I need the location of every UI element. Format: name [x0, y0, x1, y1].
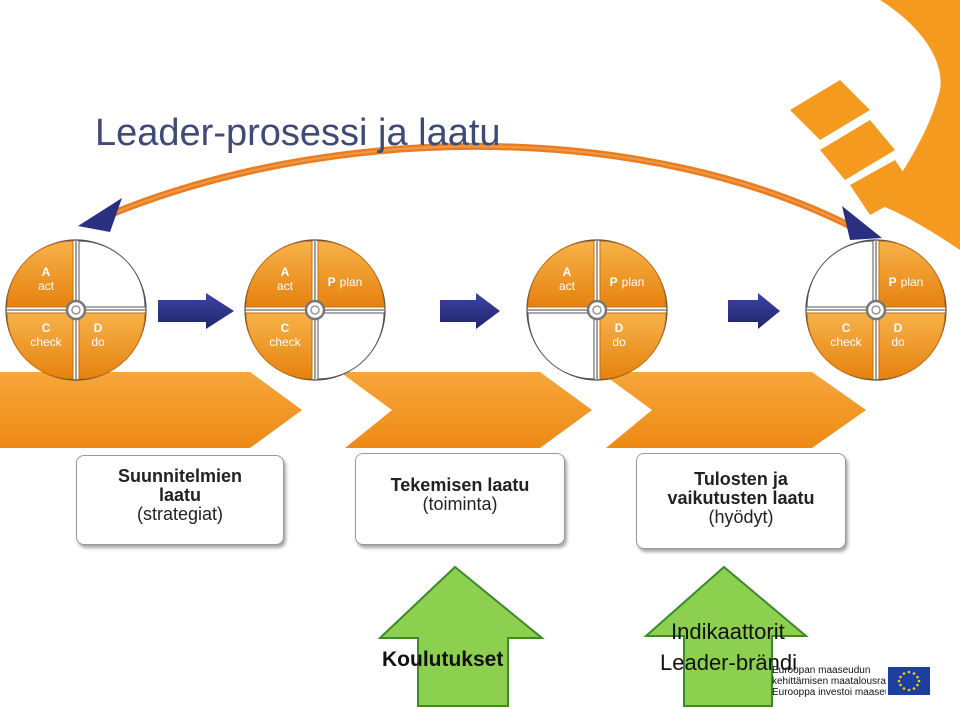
quadrant-do — [878, 312, 946, 380]
quadrant-letter-do: D — [94, 321, 103, 335]
quadrant-act — [806, 240, 874, 308]
quadrant-letter: P — [610, 275, 618, 289]
wheel-hub-inner — [592, 305, 602, 315]
arc-arrowhead-left — [78, 198, 122, 232]
quadrant-word-do: do — [91, 335, 105, 349]
quadrant-word-do: do — [612, 335, 626, 349]
quadrant-act — [527, 240, 595, 308]
arrow-right-1 — [158, 293, 234, 329]
quadrant-word: plan — [340, 275, 363, 289]
input-label-brandi: Leader-brändi — [660, 650, 797, 675]
arrow-right-2 — [440, 293, 500, 329]
quadrant-letter-act: A — [563, 265, 572, 279]
quadrant-word-check: check — [30, 335, 62, 349]
quadrant-check — [245, 312, 313, 380]
eu-text-line1: Euroopan maaseudun — [772, 665, 871, 676]
up-arrow-2 — [643, 565, 809, 707]
quadrant-letter-check: C — [842, 321, 851, 335]
stage-box-doing: Tekemisen laatu (toiminta) — [355, 453, 565, 545]
quadrant-word-check: check — [830, 335, 862, 349]
stage-bold-text: Suunnitelmien laatu — [117, 466, 242, 505]
quadrant-plan — [317, 240, 385, 308]
wheel-hub-inner — [71, 305, 81, 315]
quadrant-word-check: check — [269, 335, 301, 349]
quadrant-word-act: act — [559, 279, 576, 293]
stage-bold-text: Tulosten ja vaikutusten laatu — [667, 469, 815, 508]
return-arc — [78, 142, 882, 240]
wheel-hub-icon — [586, 299, 608, 321]
stage-normal-text: (strategiat) — [136, 504, 224, 524]
eu-text-line2: kehittämisen maatalousrahasto: — [772, 676, 886, 687]
quadrant-act — [6, 240, 74, 308]
quadrant-word: plan — [901, 275, 924, 289]
stage-normal-text: (toiminta) — [422, 494, 498, 514]
quadrant-plan — [78, 240, 146, 308]
arc-arrowhead-right — [842, 206, 882, 240]
quadrant-letter: P — [328, 275, 336, 289]
stage-box-planning: Suunnitelmien laatu (strategiat) — [76, 455, 284, 545]
quadrant-letter-check: C — [281, 321, 290, 335]
input-label-indikaattorit: Indikaattorit — [671, 619, 785, 644]
quadrant-letter: P — [889, 275, 897, 289]
arrow-right-3 — [728, 293, 780, 329]
quadrant-word-act: act — [277, 279, 294, 293]
green-up-arrows — [377, 565, 809, 707]
page-title: Leader-prosessi ja laatu — [95, 112, 501, 154]
quadrant-do — [78, 312, 146, 380]
quadrant-act — [245, 240, 313, 308]
quadrant-check — [6, 312, 74, 380]
up-arrow-1 — [377, 565, 545, 707]
quadrant-check — [527, 312, 595, 380]
quadrant-letter-check: C — [42, 321, 51, 335]
quadrant-letter-act: A — [281, 265, 290, 279]
eu-funding-text: Euroopan maaseudun kehittämisen maatalou… — [772, 665, 886, 698]
wheel-hub-icon — [304, 299, 326, 321]
stage-bold-text: Tekemisen laatu — [390, 475, 530, 495]
wheel-hub-icon — [865, 299, 887, 321]
quadrant-check — [806, 312, 874, 380]
logo-swoosh — [790, 0, 960, 250]
input-label-koulutukset: Koulutukset — [382, 648, 504, 671]
wheel-hub-icon — [65, 299, 87, 321]
wheel-hub-inner — [871, 305, 881, 315]
eu-text-line3: Eurooppa investoi maaseutualueisiin. — [772, 687, 886, 698]
progress-arrows — [158, 293, 780, 329]
quadrant-letter-act: A — [42, 265, 51, 279]
quadrant-do — [599, 312, 667, 380]
stage-box-results: Tulosten ja vaikutusten laatu (hyödyt) — [636, 453, 846, 549]
stage-normal-text: (hyödyt) — [708, 507, 774, 527]
quadrant-word: plan — [622, 275, 645, 289]
quadrant-letter-do: D — [615, 321, 624, 335]
quadrant-word-do: do — [891, 335, 905, 349]
quadrant-letter-do: D — [894, 321, 903, 335]
quadrant-word-act: act — [38, 279, 55, 293]
chevron-banner — [0, 372, 866, 448]
quadrant-plan — [599, 240, 667, 308]
quadrant-plan — [878, 240, 946, 308]
quadrant-do — [317, 312, 385, 380]
wheel-hub-inner — [310, 305, 320, 315]
eu-flag-icon — [888, 667, 930, 695]
